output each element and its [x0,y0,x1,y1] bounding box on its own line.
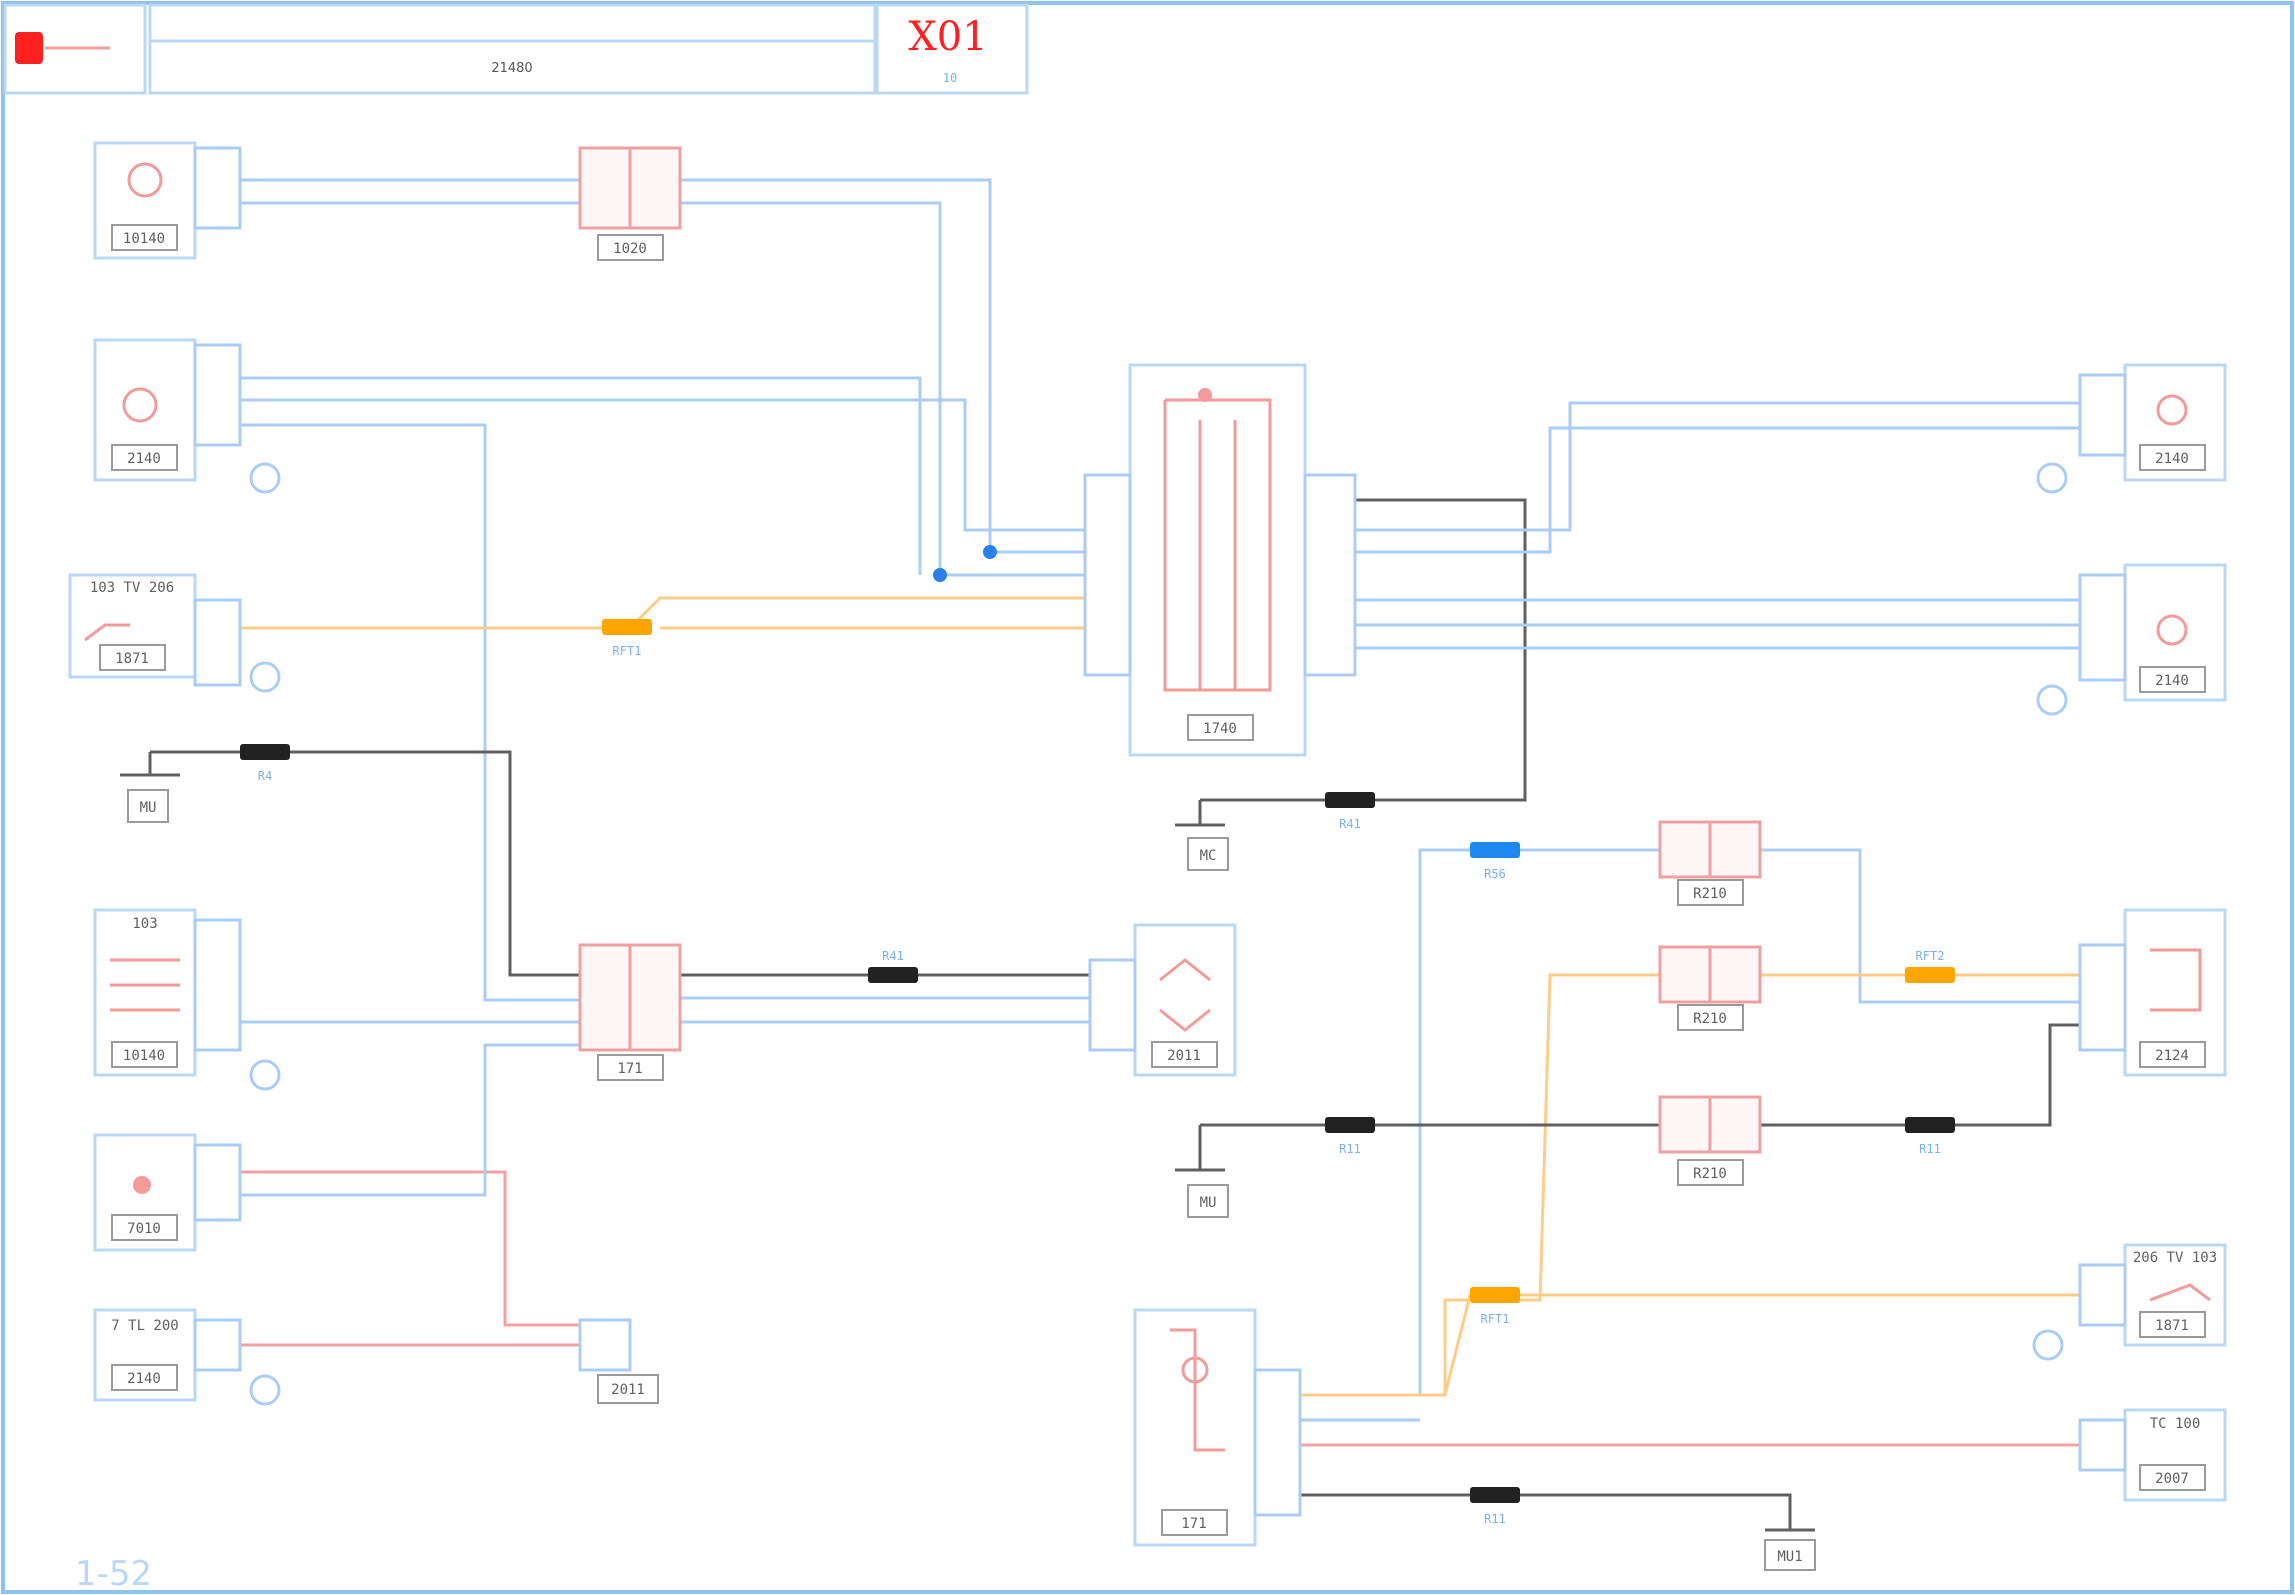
label-far-right-bottom-tag: TC 100 [2150,1416,2201,1432]
label-right-bottom-tag: 206 TV 103 [2133,1250,2217,1266]
marker-black-2 [868,967,918,983]
label-ground-4: MU1 [1777,1549,1802,1565]
marker-black-3-label: R41 [1339,817,1361,831]
header-center-text: 21480 [491,61,532,76]
inline-markers: RFT1 R4 R41 R41 R56 RFT2 R11 R11 RFT1 R1… [240,619,1955,1526]
label-bottom-left: 2140 [127,1371,161,1387]
marker-black-1 [240,744,290,760]
component-relay-mid: 171 [578,943,682,1081]
component-ground-1: MU [120,752,180,823]
marker-orange-1-label: RFT1 [613,644,642,658]
label-module-left: 10140 [123,1048,165,1064]
component-ground-2: MC [1175,800,1229,871]
marker-orange-2-label: RFT2 [1916,949,1945,963]
label-small-left: 7010 [127,1221,161,1237]
label-far-right-bottom: 2007 [2155,1471,2189,1487]
ref-circle [249,1059,281,1091]
component-relay-r1: R210 [1658,820,1762,906]
ref-circle [2032,1329,2064,1361]
component-small-left: 7010 [93,1133,242,1252]
page-number: 1-52 [75,1554,152,1594]
marker-blue-1-label: R56 [1484,867,1506,881]
label-relay-r1: R210 [1693,886,1727,902]
component-center-module: 2011 [1088,923,1237,1077]
label-lamp-top: 10140 [123,231,165,247]
component-right-bottom: 206 TV 103 1871 [2032,1243,2227,1361]
label-relay-top: 1020 [613,241,647,257]
label-relay-r3: R210 [1693,1166,1727,1182]
label-central-box: 1740 [1203,721,1237,737]
marker-black-4-label: R11 [1339,1142,1361,1156]
label-center-small: 2011 [611,1382,645,1398]
component-relay-r2: R210 [1658,945,1762,1031]
component-switch: 103 TV 206 1871 [68,573,281,693]
marker-orange-3 [1470,1287,1520,1303]
marker-black-4 [1325,1117,1375,1133]
ref-circle [2036,462,2068,494]
label-ground-1: MU [140,800,157,816]
component-lamp-top: 10140 [93,141,242,260]
header-row-bottom [148,39,877,95]
marker-black-5-label: R11 [1919,1142,1941,1156]
label-relay-mid: 171 [617,1061,642,1077]
splice-dot [933,568,947,582]
component-relay-top: 1020 [578,146,682,261]
label-ground-2: MC [1200,848,1217,864]
component-ground-3: MU [1175,1125,1229,1218]
marker-orange-1 [602,619,652,635]
component-lamp-mid: 2140 [93,338,281,494]
label-center-module: 2011 [1167,1048,1201,1064]
ref-circle [249,462,281,494]
label-bottom-left-tag: 7 TL 200 [111,1318,178,1334]
marker-black-1-label: R4 [258,769,272,783]
component-center-small: 2011 [578,1318,659,1404]
header-block: 21480 X01 10 [3,3,1029,95]
splice-dot [983,545,997,559]
sheet-code: X01 [908,14,987,60]
sheet-subcode: 10 [943,71,957,85]
ref-circle [249,661,281,693]
label-right-mid: 2140 [2155,673,2189,689]
label-ground-3: MU [1200,1195,1217,1211]
component-far-right-bottom: TC 100 2007 [2078,1408,2227,1502]
label-right-top: 2140 [2155,451,2189,467]
component-ground-4: MU1 [1764,1528,1816,1571]
component-right-top: 2140 [2036,363,2227,494]
label-lamp-mid: 2140 [127,451,161,467]
label-right-module: 2124 [2155,1048,2189,1064]
marker-black-5 [1905,1117,1955,1133]
label-relay-r2: R210 [1693,1011,1727,1027]
label-bottom-center: 171 [1181,1516,1206,1532]
ref-circle [2036,684,2068,716]
component-module-left: 103 10140 [93,908,281,1091]
label-right-bottom: 1871 [2155,1318,2189,1334]
marker-black-6-label: R11 [1484,1512,1506,1526]
marker-orange-2 [1905,967,1955,983]
header-row-top [148,3,877,43]
header-logo-icon [15,32,43,64]
component-right-mid: 2140 [2036,563,2227,716]
component-right-module: 2124 [2078,908,2227,1077]
label-module-left-tag: 103 [132,916,157,932]
marker-blue-1 [1470,842,1520,858]
marker-black-2-label: R41 [882,949,904,963]
ref-circle [249,1374,281,1406]
component-central-box: 1740 [1083,363,1357,757]
component-bottom-left: 7 TL 200 2140 [93,1308,281,1406]
header-sheet-box [875,3,1029,95]
label-switch-tag: 103 TV 206 [90,580,174,596]
marker-black-3 [1325,792,1375,808]
wires [150,178,2080,1530]
component-bottom-center: 171 [1133,1308,1302,1547]
label-switch: 1871 [115,651,149,667]
marker-orange-3-label: RFT1 [1481,1312,1510,1326]
component-relay-r3: R210 [1658,1095,1762,1186]
marker-black-6 [1470,1487,1520,1503]
